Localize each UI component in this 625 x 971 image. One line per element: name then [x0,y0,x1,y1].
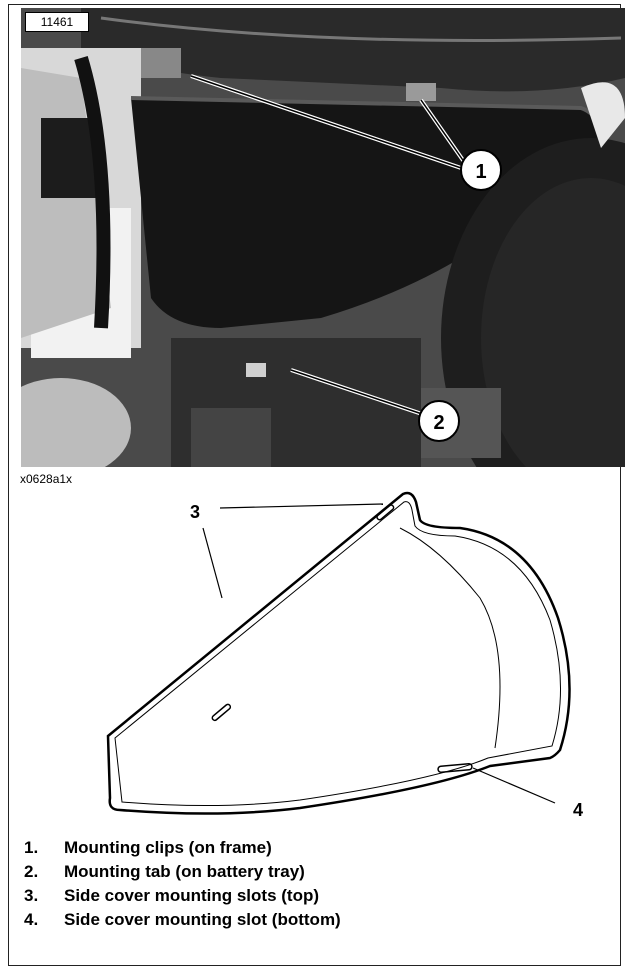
legend-number: 2. [24,860,64,884]
legend-text: Mounting clips (on frame) [64,838,272,857]
legend-text: Side cover mounting slots (top) [64,886,319,905]
callout-1: 1 [475,161,486,183]
legend-text: Mounting tab (on battery tray) [64,862,305,881]
figure-code: x0628a1x [20,472,72,486]
callout-4: 4 [573,800,583,820]
legend-item: 3.Side cover mounting slots (top) [24,884,341,908]
photo-id-label: 11461 [25,12,89,32]
side-cover-diagram: 3 4 [100,488,620,828]
legend-item: 4.Side cover mounting slot (bottom) [24,908,341,932]
legend-list: 1.Mounting clips (on frame) 2.Mounting t… [24,836,341,932]
legend-item: 1.Mounting clips (on frame) [24,836,341,860]
legend-number: 3. [24,884,64,908]
legend-text: Side cover mounting slot (bottom) [64,910,341,929]
legend-number: 1. [24,836,64,860]
legend-item: 2.Mounting tab (on battery tray) [24,860,341,884]
motorcycle-photo: 1 2 [21,8,625,467]
callout-3: 3 [190,502,200,522]
callout-2: 2 [433,412,444,434]
legend-number: 4. [24,908,64,932]
